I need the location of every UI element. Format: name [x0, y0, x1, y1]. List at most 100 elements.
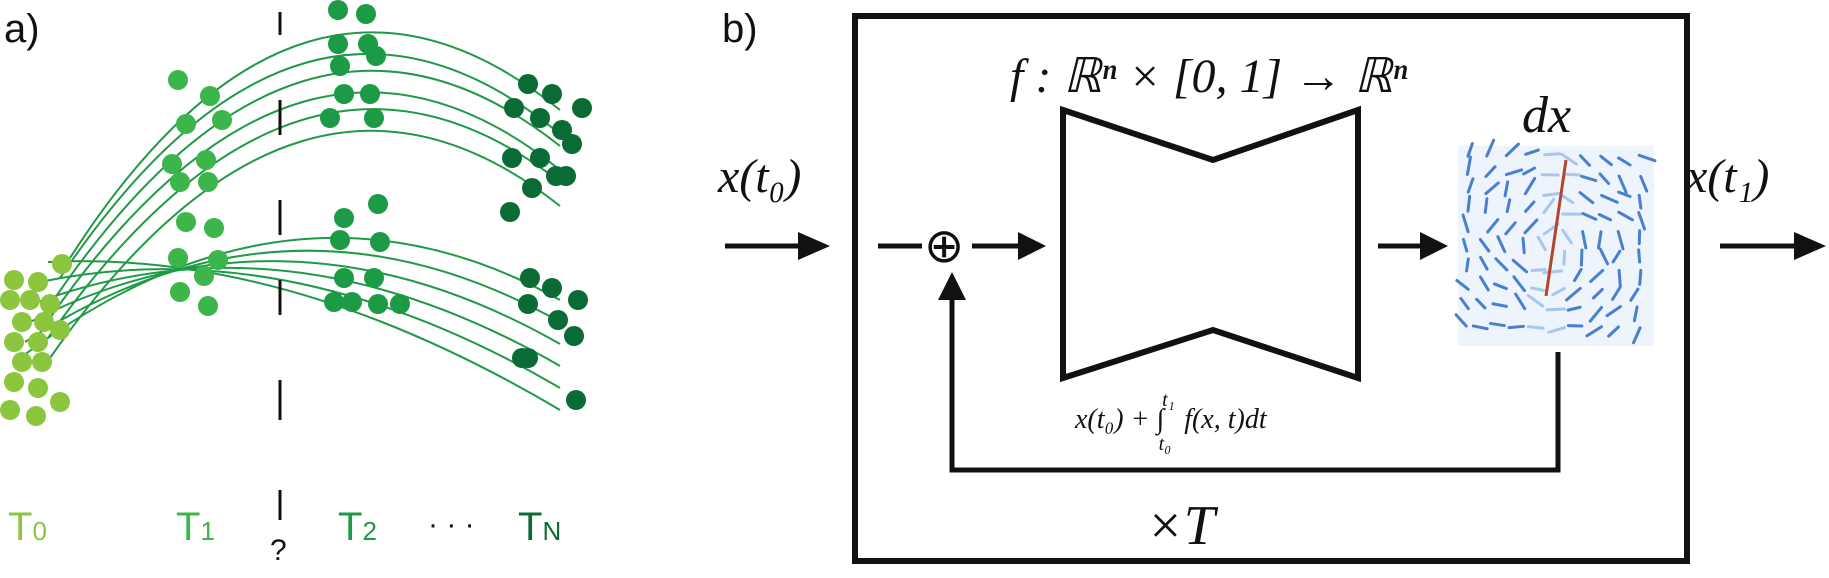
- vector-field-arrow: [1475, 297, 1487, 310]
- sample-point-t0: [28, 332, 48, 352]
- svg-text:TN: TN: [518, 505, 561, 549]
- vector-field-arrow: [1466, 177, 1475, 194]
- sample-point-tn: [504, 98, 524, 118]
- ellipsis: · · ·: [428, 508, 475, 541]
- feedback-arrowhead: [938, 272, 966, 300]
- sample-point-t1: [170, 172, 190, 192]
- sample-point-t0: [28, 378, 48, 398]
- sample-point-tn: [520, 268, 540, 288]
- sample-point-t2: [356, 4, 376, 24]
- vector-field-arrow: [1492, 282, 1508, 291]
- panel-a-label: a): [4, 7, 40, 51]
- vector-field-arrow: [1617, 190, 1632, 198]
- sample-point-t1: [170, 282, 190, 302]
- feedback-loop: [949, 298, 1561, 473]
- sum-to-network-arrow: [972, 232, 1046, 260]
- input-arrow: [725, 232, 830, 260]
- vector-field-arrow: [1545, 307, 1566, 312]
- vector-field-arrow: [1489, 321, 1506, 328]
- vector-field-arrow: [1597, 230, 1603, 250]
- sample-point-tn: [556, 166, 576, 186]
- vector-field-arrow: [1524, 148, 1540, 156]
- sample-point-t2: [342, 292, 362, 312]
- svg-text:T1: T1: [176, 505, 215, 549]
- vector-field-arrow: [1466, 194, 1472, 213]
- sample-point-t2: [320, 108, 340, 128]
- sample-point-t2: [334, 268, 354, 288]
- vector-field-arrow: [1579, 248, 1584, 267]
- trajectory-curve: [39, 268, 561, 389]
- sample-point-t1: [168, 70, 188, 90]
- sample-point-t0: [26, 406, 46, 426]
- vector-field-arrow: [1542, 192, 1561, 197]
- vector-field-arrow: [1522, 166, 1537, 176]
- trajectory-curve: [69, 31, 561, 259]
- vector-field-arrow: [1561, 228, 1573, 245]
- sample-point-t0: [50, 392, 70, 412]
- vector-field-arrow: [1605, 305, 1622, 318]
- sample-point-t0: [4, 372, 24, 392]
- sample-point-t0: [4, 270, 24, 290]
- vector-field-arrow: [1616, 229, 1625, 251]
- vector-field-arrow: [1637, 193, 1643, 210]
- sample-point-tn: [542, 84, 562, 104]
- sample-point-t0: [4, 332, 24, 352]
- sum-symbol: ⊕: [924, 220, 964, 273]
- vector-field-arrow: [1485, 138, 1496, 158]
- vector-field-arrow: [1504, 221, 1517, 236]
- trajectory-curve: [49, 129, 561, 359]
- vector-field-arrow: [1543, 152, 1562, 157]
- vector-field-arrow: [1598, 247, 1610, 266]
- vector-field-arrow: [1632, 326, 1642, 345]
- vector-field-arrow: [1560, 152, 1579, 166]
- trajectory-curve: [59, 52, 561, 279]
- vector-field-arrow: [1511, 258, 1529, 274]
- vector-field-arrow: [1617, 156, 1632, 167]
- time-label-t1: T1: [176, 505, 215, 549]
- vector-field-arrow: [1580, 174, 1598, 183]
- vector-field-arrow: [1566, 305, 1582, 312]
- vector-field-arrow: [1526, 293, 1545, 308]
- vector-field-arrow: [1547, 326, 1567, 334]
- vector-field-arrow: [1637, 248, 1642, 264]
- vector-field-arrow: [1514, 292, 1527, 311]
- panel-b-label: b): [722, 7, 758, 51]
- vector-field-arrow: [1507, 324, 1525, 330]
- trajectory-curve: [24, 249, 561, 343]
- sample-point-t1: [162, 154, 182, 174]
- vector-field-arrow: [1512, 275, 1527, 293]
- vector-field-arrow: [1611, 286, 1622, 301]
- vector-field-arrow: [1578, 191, 1595, 205]
- time-label-t0: T0: [8, 505, 47, 549]
- vector-field-arrow: [1589, 268, 1605, 283]
- sample-point-t2: [390, 294, 410, 314]
- vector-field-arrow: [1617, 210, 1634, 222]
- sample-point-t2: [330, 230, 350, 250]
- network-to-field-arrow: [1378, 232, 1448, 260]
- vector-field-arrow: [1521, 236, 1526, 255]
- vector-field-arrow: [1637, 153, 1657, 163]
- vector-field-arrow: [1465, 155, 1472, 176]
- sample-point-t0: [28, 272, 48, 292]
- sample-point-t1: [208, 250, 228, 270]
- time-label-t2: T2: [338, 505, 377, 549]
- sample-point-t1: [204, 218, 224, 238]
- sample-point-tn: [530, 148, 550, 168]
- vector-field-arrow: [1494, 257, 1509, 272]
- vector-field-arrow: [1632, 305, 1639, 323]
- sample-point-tn: [564, 326, 584, 346]
- sample-point-tn: [568, 290, 588, 310]
- vector-field-arrow: [1483, 197, 1489, 214]
- vector-field-arrow: [1562, 249, 1567, 266]
- trajectory-curve: [47, 260, 561, 411]
- vector-field-arrow: [1560, 193, 1575, 205]
- vector-field-arrow: [1504, 142, 1520, 158]
- vector-field-arrow: [1581, 212, 1598, 221]
- vector-field-arrow: [1484, 181, 1500, 196]
- sample-point-tn: [566, 390, 586, 410]
- sample-point-t0: [40, 294, 60, 314]
- sample-point-tn: [500, 202, 520, 222]
- vector-field-arrow: [1461, 237, 1469, 253]
